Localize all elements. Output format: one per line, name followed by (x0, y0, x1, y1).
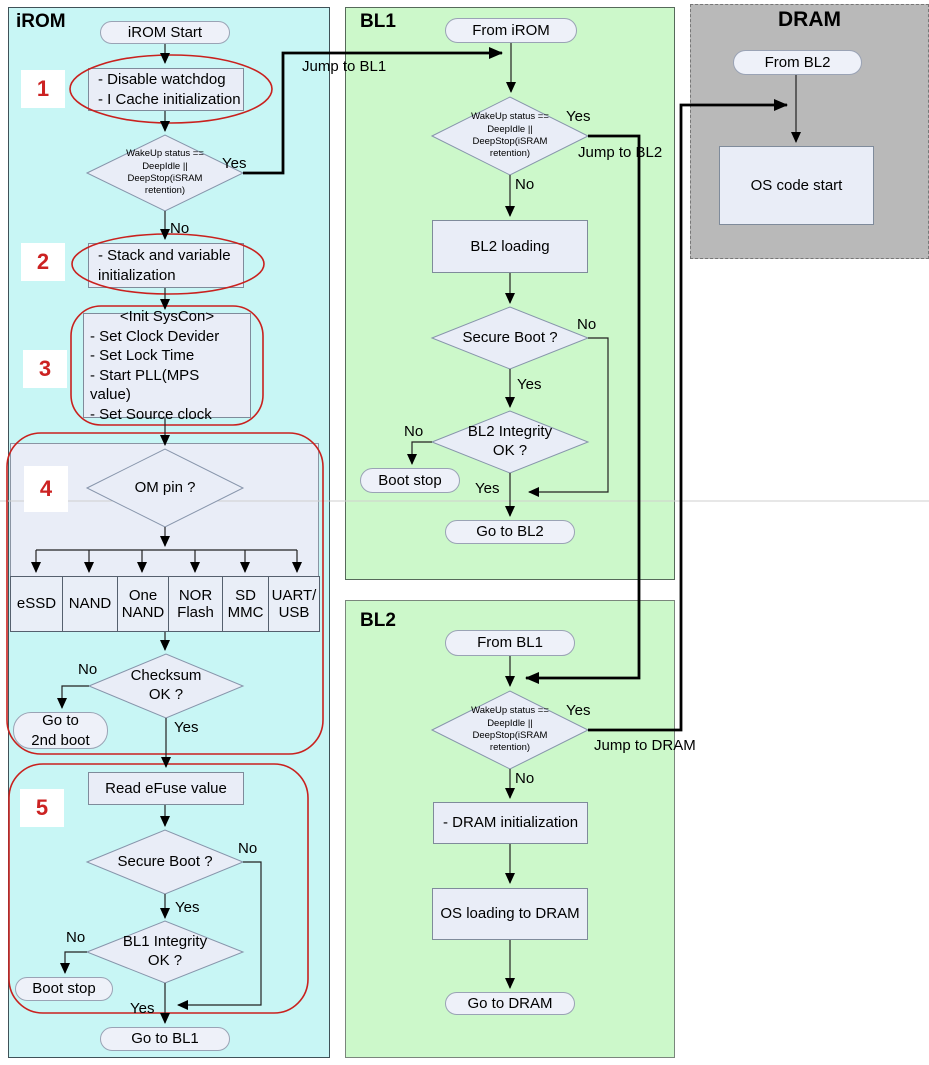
media-cell-uartusb: UART/ USB (268, 576, 320, 632)
dram-init-node: - DRAM initialization (433, 802, 588, 844)
bl2-integrity-yes-label: Yes (475, 480, 500, 497)
bl1-from-irom-node: From iROM (445, 18, 577, 43)
goto-dram-node: Go to DRAM (445, 992, 575, 1015)
irom-secure-yes-label: Yes (175, 899, 200, 916)
os-code-start-node: OS code start (719, 146, 874, 225)
media-cell-onenand: One NAND (117, 576, 169, 632)
read-efuse-node: Read eFuse value (88, 772, 244, 805)
bl2-panel-title: BL2 (360, 610, 396, 631)
bl1-secure-no-label: No (577, 316, 597, 333)
checksum-no-label: No (78, 661, 98, 678)
step-badge-5: 5 (20, 789, 64, 827)
bl1-wakeup-no-label: No (515, 176, 535, 193)
bl1-panel (345, 7, 675, 580)
goto-bl2-node: Go to BL2 (445, 520, 575, 544)
goto-2nd-boot-node: Go to 2nd boot (13, 712, 108, 749)
goto-bl1-node: Go to BL1 (100, 1027, 230, 1051)
irom-init-cache-node: - Disable watchdog - I Cache initializat… (88, 68, 244, 111)
irom-boot-stop-node: Boot stop (15, 977, 113, 1001)
bl1-integrity-yes-label: Yes (130, 1000, 155, 1017)
dram-from-bl2-node: From BL2 (733, 50, 862, 75)
irom-wakeup-yes-label: Yes (222, 155, 247, 172)
irom-stack-init-node: - Stack and variable initialization (88, 243, 244, 288)
jump-to-bl2-label: Jump to BL2 (578, 144, 663, 161)
bl2-wakeup-no-label: No (515, 770, 535, 787)
irom-panel-title: iROM (16, 11, 66, 32)
step-badge-1: 1 (21, 70, 65, 108)
bl2-wakeup-yes-label: Yes (566, 702, 591, 719)
jump-to-bl1-label: Jump to BL1 (302, 58, 387, 75)
syscon-items: - Set Clock Devider - Set Lock Time - St… (90, 327, 220, 423)
media-cell-sdmmc: SD MMC (222, 576, 269, 632)
media-cell-nand: NAND (62, 576, 118, 632)
syscon-title: <Init SysCon> (119, 308, 215, 325)
os-loading-node: OS loading to DRAM (432, 888, 588, 940)
bl1-integrity-no-label: No (66, 929, 86, 946)
checksum-yes-label: Yes (174, 719, 199, 736)
irom-secure-no-label: No (238, 840, 258, 857)
bl2-from-bl1-node: From BL1 (445, 630, 575, 656)
media-cell-norflash: NOR Flash (168, 576, 223, 632)
step-badge-4: 4 (24, 466, 68, 512)
bl1-wakeup-yes-label: Yes (566, 108, 591, 125)
bl1-secure-yes-label: Yes (517, 376, 542, 393)
irom-syscon-node: <Init SysCon> - Set Clock Devider - Set … (83, 308, 251, 423)
step-badge-3: 3 (23, 350, 67, 388)
bl1-panel-title: BL1 (360, 11, 396, 32)
jump-to-dram-label: Jump to DRAM (594, 737, 696, 754)
irom-start-node: iROM Start (100, 21, 230, 44)
bl2-integrity-no-label: No (404, 423, 424, 440)
media-cell-essd: eSSD (10, 576, 63, 632)
bl1-boot-stop-node: Boot stop (360, 468, 460, 493)
dram-panel-title: DRAM (778, 8, 841, 31)
bl2-loading-node: BL2 loading (432, 220, 588, 273)
irom-wakeup-no-label: No (170, 220, 190, 237)
step-badge-2: 2 (21, 243, 65, 281)
